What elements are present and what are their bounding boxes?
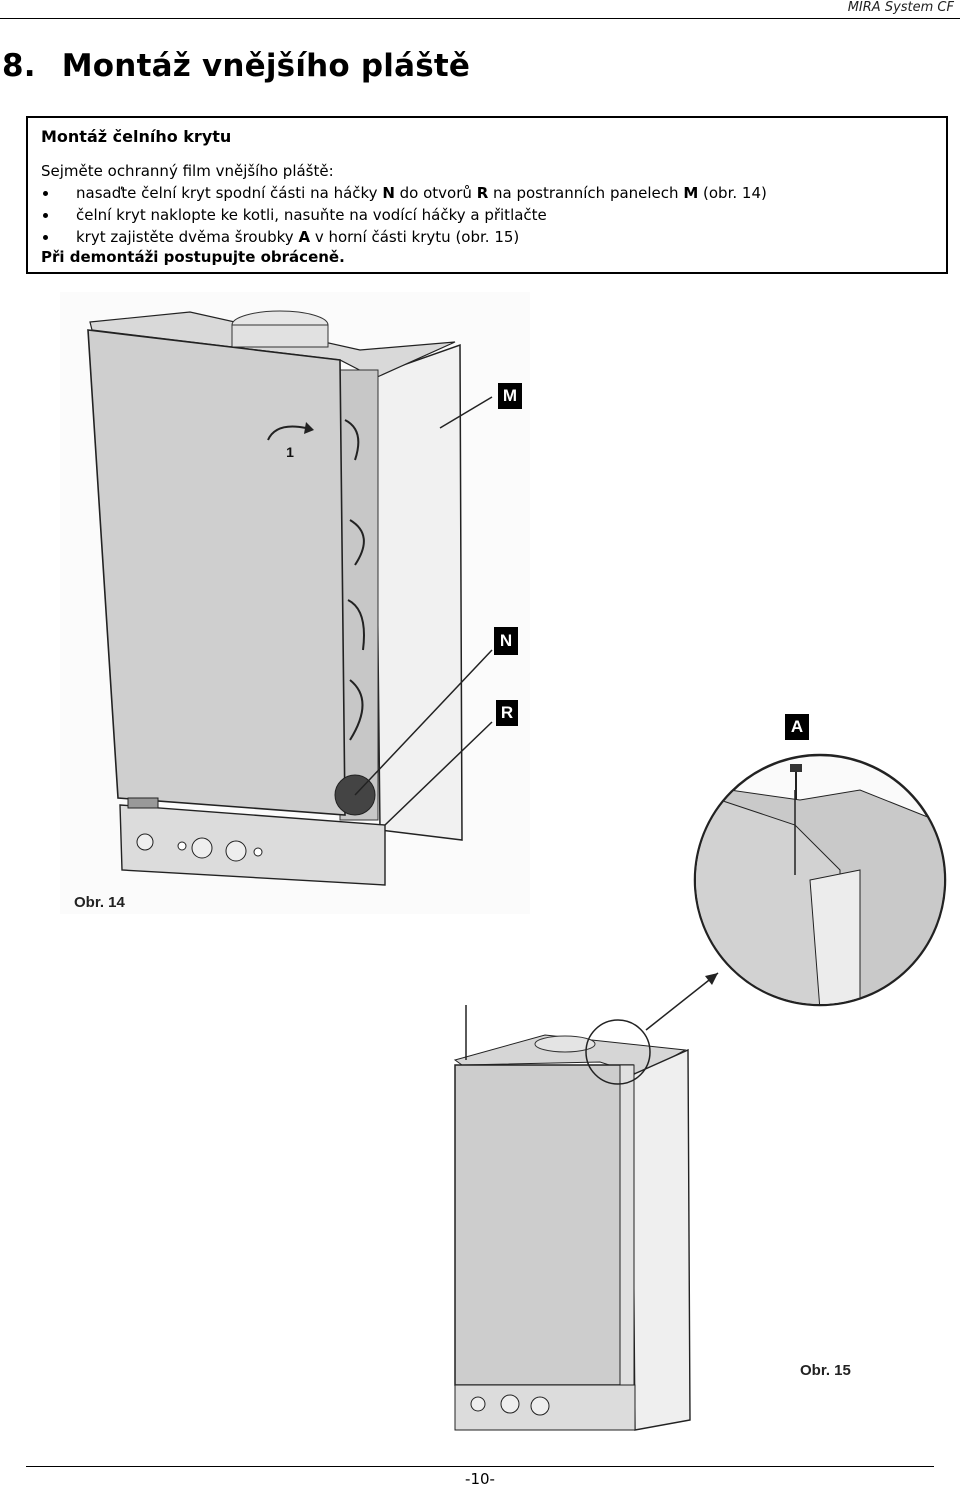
step-item: kryt zajistěte dvěma šroubky A v horní č… (41, 226, 767, 248)
label-M: M (498, 383, 522, 409)
box-note: Při demontáži postupujte obráceně. (41, 248, 345, 266)
instruction-box: Montáž čelního krytu Sejměte ochranný fi… (26, 116, 948, 274)
header-rule (0, 18, 960, 19)
figure-14-caption: Obr. 14 (74, 894, 125, 911)
figure-15-caption: Obr. 15 (800, 1362, 851, 1379)
label-N: N (494, 627, 518, 655)
arrow-step-label: 1 (286, 444, 294, 460)
bullet-icon (43, 191, 48, 196)
steps-list: nasaďte čelní kryt spodní části na háčky… (41, 182, 767, 248)
box-heading: Montáž čelního krytu (41, 127, 232, 146)
label-A: A (785, 714, 809, 740)
footer-rule (26, 1466, 934, 1467)
section-heading: Montáž vnějšího pláště (61, 48, 471, 84)
running-header: MIRA System CF (847, 0, 954, 15)
bullet-icon (43, 213, 48, 218)
section-title: 8. Montáž vnějšího pláště (2, 48, 470, 84)
section-number: 8. (2, 48, 36, 84)
step-item: čelní kryt naklopte ke kotli, nasuňte na… (41, 204, 767, 226)
label-R: R (496, 700, 518, 726)
page-number: -10- (465, 1470, 495, 1488)
bullet-icon (43, 235, 48, 240)
step-item: nasaďte čelní kryt spodní části na háčky… (41, 182, 767, 204)
box-intro: Sejměte ochranný film vnějšího pláště: (41, 162, 334, 180)
